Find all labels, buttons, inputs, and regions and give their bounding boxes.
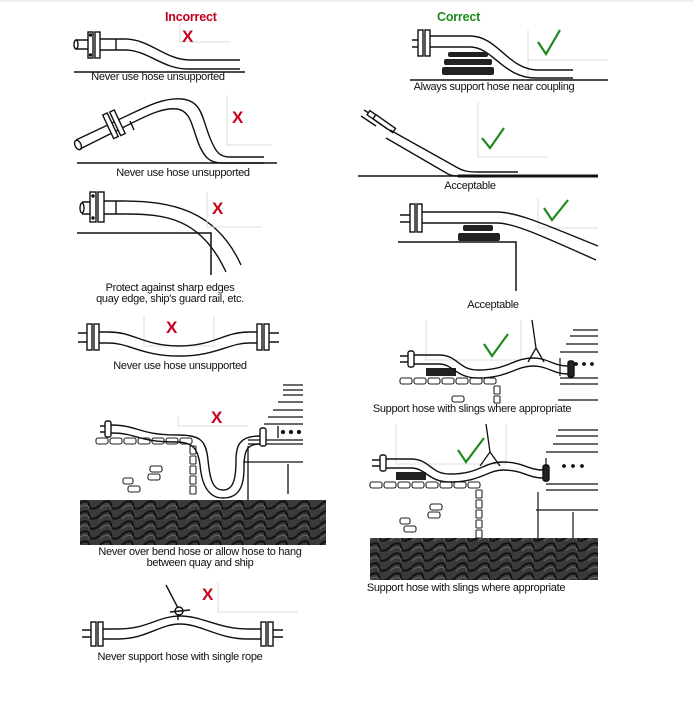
x-mark-icon: X — [202, 585, 214, 604]
x-mark-icon: X — [232, 108, 244, 127]
x-mark-icon: X — [166, 318, 178, 337]
check-mark-icon — [483, 333, 509, 358]
correct-caption-4: Support hose with slings where appropria… — [372, 403, 572, 415]
water — [80, 500, 326, 545]
check-mark-icon — [457, 437, 485, 464]
incorrect-panel-5-illustration: X — [80, 384, 326, 545]
correct-panel-1-illustration — [410, 29, 608, 82]
correct-panel-5-illustration — [369, 423, 598, 580]
incorrect-caption-3-line-2: quay edge, ship's guard rail, etc. — [96, 293, 244, 305]
incorrect-header: Incorrect — [165, 10, 217, 24]
incorrect-caption-1: Never use hose unsupported — [91, 71, 225, 83]
incorrect-panel-6-illustration: X — [82, 582, 298, 647]
top-edge-shadow — [0, 0, 694, 3]
correct-header: Correct — [437, 10, 481, 24]
incorrect-panel-1-illustration: X — [73, 24, 245, 73]
incorrect-caption-5-line-2: between quay and ship — [146, 557, 254, 569]
correct-caption-1: Always support hose near coupling — [413, 81, 575, 93]
x-mark-icon: X — [212, 199, 224, 218]
correct-panel-3-illustration — [398, 198, 599, 291]
incorrect-caption-6: Never support hose with single rope — [97, 651, 263, 663]
check-mark-icon — [481, 127, 505, 150]
x-mark-icon: X — [211, 408, 223, 427]
incorrect-caption-4: Never use hose unsupported — [113, 360, 247, 372]
incorrect-panel-3-illustration: X — [77, 191, 262, 275]
incorrect-caption-5-line-1: Never over bend hose or allow hose to ha… — [98, 546, 302, 558]
correct-caption-3: Acceptable — [467, 299, 519, 311]
x-mark-icon: X — [182, 27, 194, 46]
correct-panel-4-illustration — [399, 319, 598, 404]
check-mark-icon — [543, 199, 569, 222]
incorrect-panel-2-illustration: X — [73, 95, 277, 164]
check-mark-icon — [537, 29, 561, 57]
incorrect-panel-4-illustration: X — [78, 316, 279, 357]
correct-panel-2-illustration — [358, 102, 598, 178]
incorrect-caption-5: Never over bend hose or allow hose to ha… — [70, 547, 330, 569]
incorrect-caption-3-line-1: Protect against sharp edges — [105, 282, 235, 294]
water — [370, 538, 598, 580]
incorrect-caption-3: Protect against sharp edges quay edge, s… — [80, 283, 260, 305]
correct-caption-5: Support hose with slings where appropria… — [366, 582, 566, 594]
correct-caption-2: Acceptable — [444, 180, 496, 192]
incorrect-caption-2: Never use hose unsupported — [116, 167, 250, 179]
